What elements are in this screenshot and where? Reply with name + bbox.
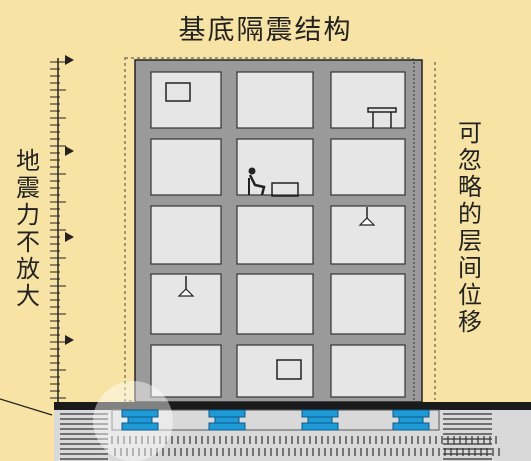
diagram-title: 基底隔震结构: [178, 15, 353, 46]
room-panel: [330, 344, 406, 398]
room-panel: [150, 71, 222, 129]
leader-line: [0, 398, 53, 416]
room-panel: [330, 205, 406, 265]
arrow-3: [65, 232, 74, 242]
room-panel: [330, 71, 406, 129]
table-icon: [367, 107, 397, 128]
person-at-desk-icon: [248, 167, 299, 197]
isolators: [121, 409, 430, 431]
ceiling-lamp-icon-1: [358, 207, 376, 226]
room-panel: [236, 71, 314, 129]
isolator-bearing: [392, 409, 430, 431]
arrow-4: [65, 335, 74, 345]
room-panel: [330, 273, 406, 335]
ground: [54, 381, 531, 461]
room-panel: [236, 205, 314, 265]
isolator-bearing: [208, 409, 246, 431]
building: [134, 59, 423, 403]
frame-picture-top: [165, 82, 191, 102]
rooms: [150, 71, 406, 398]
label-negligible-drift: 可忽略的层间位移: [458, 119, 482, 336]
ruler-ticks: [50, 61, 66, 399]
isolator-bearing: [121, 409, 159, 431]
ceiling-lamp-icon-2: [177, 276, 195, 297]
room-panel: [150, 205, 222, 265]
arrow-2: [65, 146, 74, 156]
arrow-1: [65, 55, 74, 65]
room-panel: [330, 138, 406, 196]
isolation-layer: [111, 409, 440, 431]
room-panel: [236, 273, 314, 335]
room-panel: [150, 344, 222, 398]
isolator-bearing: [301, 409, 339, 431]
ground-hatching: [60, 413, 500, 460]
label-force-not-amplified: 地震力不放大: [16, 147, 40, 310]
room-panel: [150, 138, 222, 196]
ground-line: [54, 402, 531, 410]
ruler: [0, 55, 74, 416]
force-arrows: [65, 55, 74, 345]
frame-picture-bottom: [276, 359, 302, 380]
